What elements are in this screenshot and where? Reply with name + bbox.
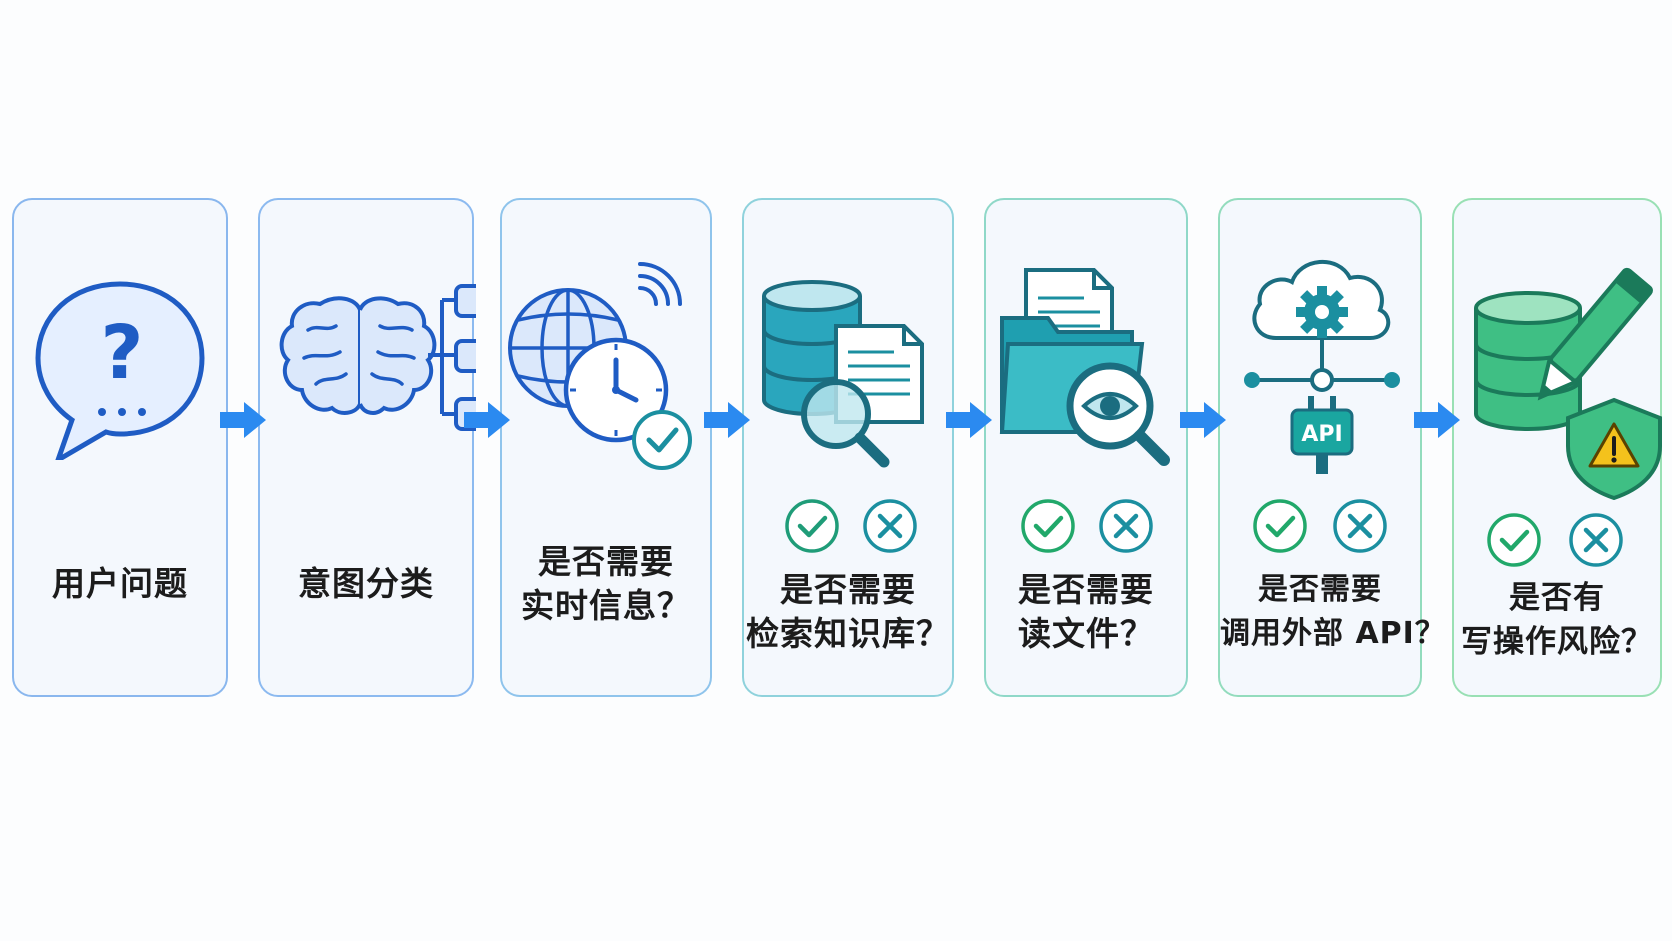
cross-icon bbox=[863, 499, 917, 553]
step-title: 用户问题 bbox=[14, 562, 226, 606]
step-card-write-risk: 是否有 写操作风险？ bbox=[1452, 198, 1662, 697]
step-card-knowledge-base: 是否需要 检索知识库？ bbox=[742, 198, 954, 697]
yes-no-options bbox=[785, 499, 917, 553]
globe-clock-icon bbox=[508, 262, 692, 470]
flow-arrow-icon bbox=[1414, 402, 1460, 438]
step-title-line-1: 意图分类 bbox=[298, 564, 434, 603]
database-search-icon bbox=[762, 280, 924, 468]
step-title: 是否需要 读文件？ bbox=[986, 568, 1186, 656]
step-title-line-2: 实时信息？ bbox=[521, 586, 691, 625]
cross-icon bbox=[1333, 499, 1387, 553]
flow-arrow-icon bbox=[946, 402, 992, 438]
flow-arrow-icon bbox=[1180, 402, 1226, 438]
question-bubble-icon: ? bbox=[35, 281, 205, 460]
yes-no-options bbox=[1253, 499, 1387, 553]
step-title-line-1: 是否有 bbox=[1509, 580, 1605, 616]
step-title-line-1: 用户问题 bbox=[52, 564, 188, 603]
check-icon bbox=[1021, 499, 1075, 553]
step-title: 是否需要 检索知识库？ bbox=[744, 568, 952, 656]
flow-arrow-icon bbox=[704, 402, 750, 438]
step-card-external-api: API 是否需要 调用外部 API？ bbox=[1218, 198, 1446, 697]
cross-icon bbox=[1099, 499, 1153, 553]
api-badge-label: API bbox=[1301, 422, 1342, 447]
yes-no-options bbox=[1487, 513, 1623, 567]
step-title-line-1: 是否需要 bbox=[1018, 570, 1154, 609]
step-title: 是否有 写操作风险？ bbox=[1454, 576, 1660, 664]
brain-icon bbox=[279, 284, 476, 431]
folder-eye-icon bbox=[999, 268, 1170, 466]
step-card-user-question: ? 用户问题 bbox=[12, 198, 228, 697]
cloud-api-icon: API bbox=[1244, 260, 1400, 474]
step-title-line-1: 是否需要 bbox=[780, 570, 916, 609]
step-title-line-2: 调用外部 API？ bbox=[1220, 616, 1446, 651]
step-title-line-2: 读文件？ bbox=[1018, 614, 1154, 653]
step-title-line-1: 是否需要 bbox=[538, 542, 674, 581]
step-title: 是否需要 实时信息？ bbox=[502, 540, 710, 628]
database-edit-warning-icon bbox=[1474, 267, 1662, 500]
check-icon bbox=[1487, 513, 1541, 567]
flow-arrow-icon bbox=[464, 402, 510, 438]
step-title-line-1: 是否需要 bbox=[1258, 572, 1382, 607]
check-icon bbox=[1253, 499, 1307, 553]
cross-icon bbox=[1569, 513, 1623, 567]
step-title-line-2: 写操作风险？ bbox=[1461, 624, 1653, 660]
step-card-intent-classification: 意图分类 bbox=[258, 198, 476, 697]
svg-text:?: ? bbox=[101, 310, 144, 396]
check-icon bbox=[785, 499, 839, 553]
step-title: 意图分类 bbox=[260, 562, 472, 606]
step-title: 是否需要 调用外部 API？ bbox=[1220, 568, 1446, 656]
step-card-read-file: 是否需要 读文件？ bbox=[984, 198, 1188, 697]
step-card-realtime-info: 是否需要 实时信息？ bbox=[500, 198, 712, 697]
yes-no-options bbox=[1021, 499, 1153, 553]
step-title-line-2: 检索知识库？ bbox=[746, 614, 950, 653]
flow-arrow-icon bbox=[220, 402, 266, 438]
